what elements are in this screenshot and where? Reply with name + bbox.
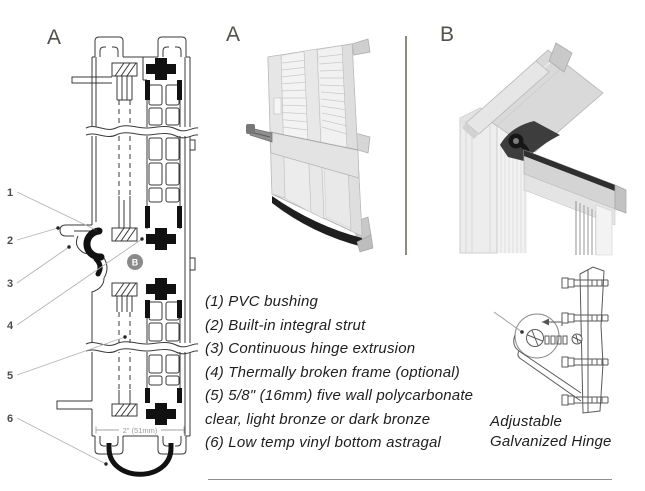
latch-hardware <box>246 124 273 143</box>
callout-2: 2 <box>7 235 13 247</box>
dimension-label: 2" (51mm) <box>123 426 158 435</box>
bottom-astragal <box>106 443 174 477</box>
parts-list-line: (4) Thermally broken frame (optional) <box>205 363 460 381</box>
hinge-leader-line <box>493 311 524 334</box>
parts-list-line: (3) Continuous hinge extrusion <box>205 340 416 357</box>
hinge-caption-line2: Galvanized Hinge <box>490 433 612 450</box>
parts-list-line: (5) 5/8" (16mm) five wall polycarbonate <box>205 387 474 404</box>
hinge-drawing-lines <box>513 266 609 414</box>
gasket-crosses <box>145 58 182 425</box>
parts-list-line: (1) PVC bushing <box>205 293 319 310</box>
extrusion-outlines <box>56 36 196 455</box>
hinge-joint-photo <box>459 42 627 256</box>
hinge-bolts <box>561 277 609 406</box>
detail-b-badge-label: B <box>132 258 139 268</box>
detail-b-badge: B <box>127 254 143 270</box>
callouts: 1 2 3 4 5 6 <box>7 187 144 466</box>
continuous-hinge-extrusion <box>59 224 108 279</box>
parts-list-line: clear, light bronze or dark bronze <box>205 410 431 428</box>
hinge-photo-shapes <box>459 42 627 256</box>
photo-divider <box>405 36 407 255</box>
photo-a-label: A <box>226 23 242 46</box>
left-arrow-icon <box>542 318 549 326</box>
door-cross-section-diagram: 2" (51mm) B 1 2 3 4 5 6 <box>7 36 199 477</box>
parts-list-line: (6) Low temp vinyl bottom astragal <box>205 434 442 451</box>
photo-astragal <box>272 196 363 247</box>
callout-6: 6 <box>7 413 13 425</box>
panel-section-photo <box>246 38 374 253</box>
polycarbonate-panel-cells <box>148 84 180 386</box>
section-break-lines <box>85 125 199 355</box>
parts-list-line: (2) Built-in integral strut <box>205 316 366 334</box>
adjustable-hinge-drawing <box>493 266 609 414</box>
diagram-section-label: A <box>47 26 63 49</box>
footer-rule <box>208 479 612 480</box>
callout-4: 4 <box>7 320 14 332</box>
assembly-screws <box>111 62 138 417</box>
callout-5: 5 <box>7 370 13 382</box>
callout-1: 1 <box>7 187 13 199</box>
parts-list: (1) PVC bushing (2) Built-in integral st… <box>205 290 497 455</box>
panel-photo-shapes <box>246 38 374 253</box>
width-dimension: 2" (51mm) <box>95 426 185 435</box>
photo-b-label: B <box>440 23 456 46</box>
callout-3: 3 <box>7 278 13 290</box>
hinge-caption-line1: Adjustable <box>490 413 563 430</box>
